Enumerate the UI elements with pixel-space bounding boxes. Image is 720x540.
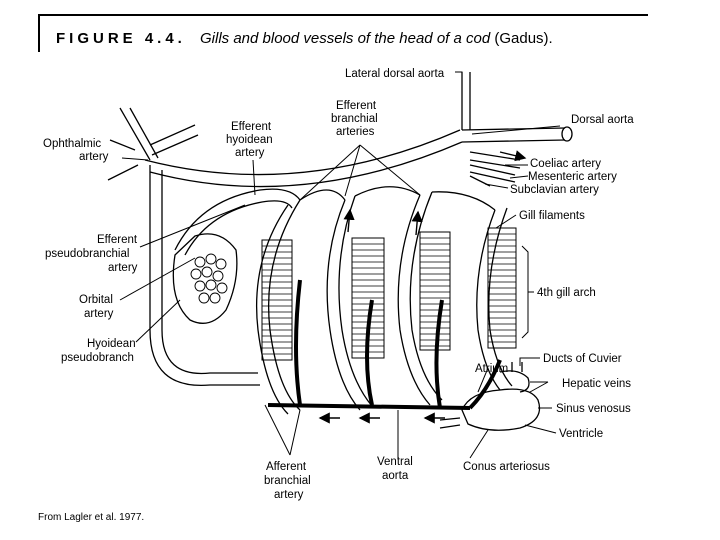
label-conus-arteriosus: Conus arteriosus	[463, 461, 550, 473]
label-afferent-branchial-artery-2: branchial	[264, 475, 311, 487]
label-afferent-branchial-artery-3: artery	[274, 489, 304, 501]
diagram-labels: Lateral dorsal aorta Efferent branchial …	[43, 68, 634, 501]
gill-filaments	[261, 227, 517, 361]
label-efferent-pseudobranchial-artery-3: artery	[108, 262, 138, 274]
heart	[439, 362, 541, 431]
label-gill-filaments: Gill filaments	[519, 210, 585, 222]
label-lateral-dorsal-aorta: Lateral dorsal aorta	[345, 68, 445, 80]
label-hepatic-veins: Hepatic veins	[562, 378, 631, 390]
flow-arrows	[318, 150, 527, 424]
label-efferent-branchial-arteries-1: Efferent	[336, 100, 377, 112]
gill-arches	[255, 186, 513, 415]
label-hyoidean-pseudobranch-1: Hyoidean	[87, 338, 136, 350]
label-afferent-branchial-artery-1: Afferent	[266, 461, 307, 473]
label-efferent-pseudobranchial-artery-2: pseudobranchial	[45, 248, 129, 260]
label-ophthalmic-artery-1: Ophthalmic	[43, 138, 101, 150]
label-ventral-aorta-2: aorta	[382, 470, 409, 482]
label-subclavian-artery: Subclavian artery	[510, 184, 599, 196]
label-ventral-aorta-1: Ventral	[377, 456, 413, 468]
label-efferent-branchial-arteries-3: arteries	[336, 126, 375, 138]
label-efferent-hyoidean-artery-1: Efferent	[231, 121, 272, 133]
label-sinus-venosus: Sinus venosus	[556, 403, 631, 415]
label-efferent-pseudobranchial-artery-1: Efferent	[97, 234, 138, 246]
leader-lines	[119, 71, 561, 459]
label-fourth-gill-arch: 4th gill arch	[537, 287, 596, 299]
label-orbital-artery-1: Orbital	[79, 294, 113, 306]
header-rule-horizontal	[38, 14, 648, 16]
label-ventricle: Ventricle	[559, 428, 603, 440]
source-credit: From Lagler et al. 1977.	[38, 512, 145, 523]
figure-label: FIGURE 4.4.	[56, 30, 186, 47]
label-atrium: Atrium	[475, 363, 508, 375]
figure-title-italic: Gills and blood vessels of the head of a…	[200, 30, 491, 47]
label-orbital-artery-2: artery	[84, 308, 114, 320]
label-coeliac-artery: Coeliac artery	[530, 158, 601, 170]
label-efferent-hyoidean-artery-3: artery	[235, 147, 265, 159]
label-dorsal-aorta: Dorsal aorta	[571, 114, 634, 126]
label-ophthalmic-artery-2: artery	[79, 151, 109, 163]
label-mesenteric-artery: Mesenteric artery	[528, 171, 617, 183]
label-efferent-hyoidean-artery-2: hyoidean	[226, 134, 273, 146]
header-rule-vertical	[38, 14, 40, 52]
label-ducts-of-cuvier: Ducts of Cuvier	[543, 353, 622, 365]
label-efferent-branchial-arteries-2: branchial	[331, 113, 378, 125]
ventral-aorta-vessel	[267, 279, 502, 410]
figure-title-plain: (Gadus).	[494, 30, 553, 47]
pseudobranch	[172, 233, 238, 324]
label-hyoidean-pseudobranch-2: pseudobranch	[61, 352, 134, 364]
figure-title: Gills and blood vessels of the head of a…	[200, 30, 553, 47]
